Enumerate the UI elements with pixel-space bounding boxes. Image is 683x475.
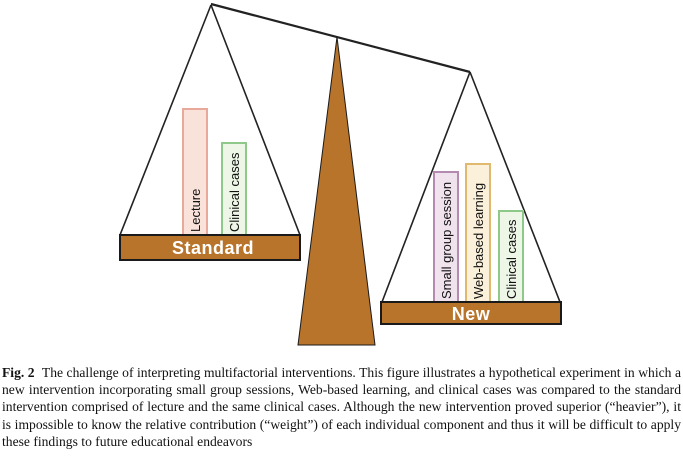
right-block-clinical-cases-label: Clinical cases [504,219,519,299]
scale-beam [210,2,471,74]
right-block-clinical-cases: Clinical cases [498,210,524,303]
figure-caption-text: The challenge of interpreting multifacto… [2,365,681,449]
right-pan-label: New [452,304,491,324]
left-block-clinical-cases-label: Clinical cases [227,152,242,232]
left-rope-right [210,4,301,236]
figure-caption: Fig. 2 The challenge of interpreting mul… [2,364,681,450]
left-block-lecture: Lecture [182,108,208,236]
right-block-web-based-learning-label: Web-based learning [471,183,486,299]
left-block-lecture-label: Lecture [188,189,203,232]
left-pan-standard: Standard [119,234,301,261]
right-block-small-group-session-label: Small group session [439,182,454,299]
balance-scale-figure: Lecture Clinical cases Standard Small gr… [119,2,562,346]
right-block-small-group-session: Small group session [433,171,459,303]
fulcrum-post [297,36,376,346]
right-pan-new: New [380,301,562,325]
right-rope-right [469,71,561,303]
figure-caption-label: Fig. 2 [2,365,35,380]
left-rope-left [119,4,212,236]
left-block-clinical-cases: Clinical cases [221,142,247,236]
left-pan-label: Standard [172,238,254,258]
right-block-web-based-learning: Web-based learning [465,163,491,303]
right-rope-left [381,71,471,303]
